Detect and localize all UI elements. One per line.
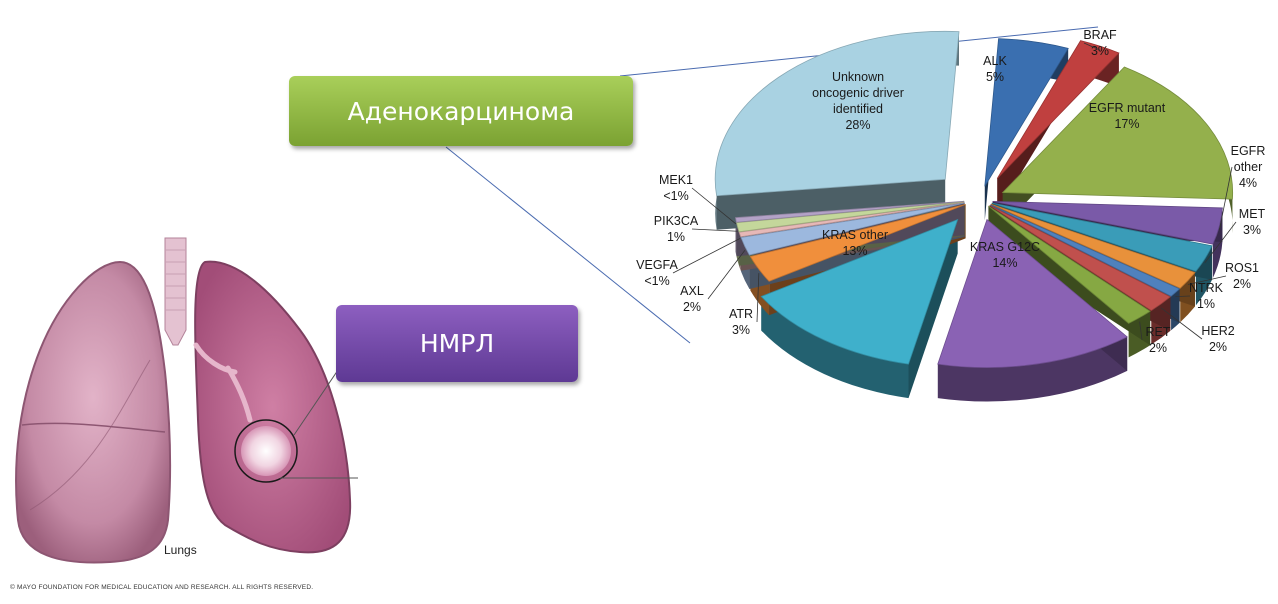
pie-slice-atr (749, 203, 966, 282)
nsclc-label: НМРЛ (419, 329, 495, 358)
pie-slice-alk (984, 38, 1069, 187)
left-lung (194, 260, 352, 554)
bronchus (193, 342, 253, 423)
pie-slice-unknown-oncogenic-driver-identified (714, 30, 960, 197)
right-lung-fissure-2 (29, 359, 151, 511)
trachea (164, 237, 187, 346)
pie-leader-her2 (1160, 307, 1203, 340)
pie-leader-axl (707, 250, 746, 300)
pie-leader-met (1204, 221, 1237, 264)
pie-leader-ret (1139, 321, 1143, 341)
pie-slice-side-kras-other (761, 296, 909, 399)
tumor (241, 426, 291, 476)
pie-label-mek1: MEK1<1% (659, 173, 693, 203)
tumor-pointer-line (293, 369, 339, 436)
pie-slice-her2 (989, 204, 1172, 312)
right-lung (15, 260, 172, 564)
pie-slice-egfr-other (992, 200, 1223, 245)
pie-slice-ros1 (990, 203, 1196, 289)
pie-leader-vegfa (672, 238, 741, 274)
pie-leader-braf (1083, 42, 1101, 51)
pie-slice-kras-g12c (937, 218, 1128, 368)
pie-leader-pik3ca (691, 228, 738, 232)
pie-leader-mek1 (691, 187, 737, 225)
pie-slice-kras-other (760, 218, 959, 365)
adenocarcinoma-box: Аденокарцинома (289, 76, 633, 146)
pie-slice-wall-kras-other (908, 219, 958, 399)
trachea-rings (165, 249, 186, 311)
pie-slice-wall-ret (988, 206, 1151, 346)
copyright-notice: © MAYO FOUNDATION FOR MEDICAL EDUCATION … (10, 584, 314, 591)
pie-slice-ret (988, 205, 1151, 324)
pie-slice-side-kras-g12c (937, 336, 1128, 402)
pie-slice-met (991, 202, 1213, 272)
pie-leader-ntrk (1175, 295, 1191, 297)
pie-leader-ros1 (1187, 275, 1227, 285)
lungs-illustration (15, 237, 358, 564)
pie-leader-atr (756, 273, 760, 323)
tumor-outline (234, 419, 298, 483)
pie-label-vegfa: VEGFA<1% (636, 258, 678, 288)
pie-slice-axl (740, 202, 965, 256)
pie-leader-egfr-other (1218, 166, 1233, 231)
pie-slice-pik3ca (736, 201, 965, 233)
pie-slice-braf (996, 40, 1120, 179)
lungs-caption: Lungs (164, 543, 197, 557)
pie-slice-ntrk (990, 204, 1181, 297)
pie-slice-mek1 (735, 200, 965, 223)
adenocarcinoma-label: Аденокарцинома (347, 96, 575, 126)
pie-slice-vegfa (738, 201, 965, 238)
pie-top-layer (714, 30, 1234, 368)
nsclc-box: НМРЛ (336, 305, 578, 382)
pie-slice-egfr-mutant (1001, 66, 1234, 200)
connector-bottom (445, 146, 691, 344)
right-lung-fissure (21, 422, 166, 433)
